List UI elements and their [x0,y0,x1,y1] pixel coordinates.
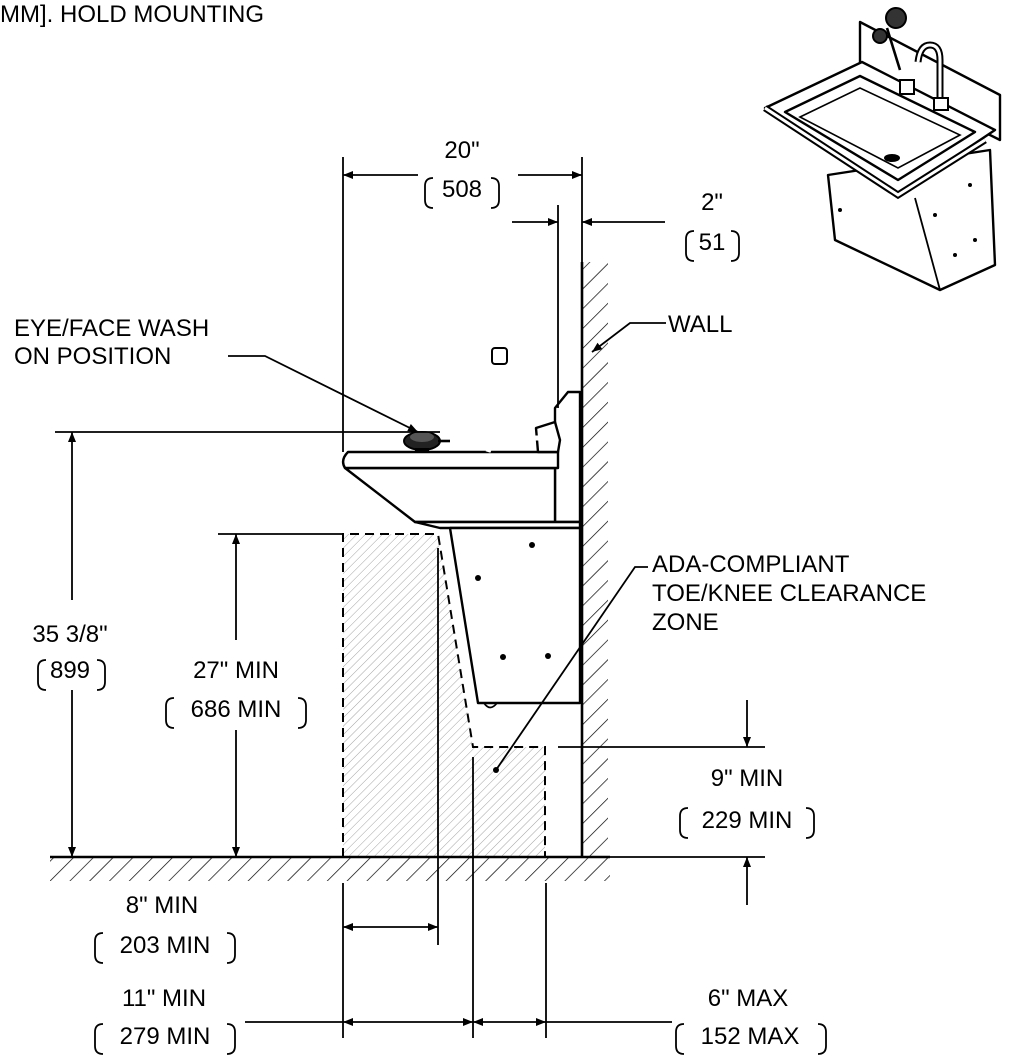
dim-toe-height-imperial: 9" MIN [711,765,784,792]
wall [580,262,608,857]
dim-wall-offset-imperial: 2" [701,189,723,216]
dim-toe-depth-max-imperial: 6" MAX [708,985,789,1012]
callout-wall: WALL [668,311,732,338]
dim-toe-height-metric: 229 MIN [702,807,793,834]
isometric-view [763,7,1002,292]
dim-knee-depth-metric: 203 MIN [120,932,211,959]
dim-toe-depth-total-metric: 279 MIN [120,1023,211,1050]
dim-toe-height: 9" MIN 229 MIN [679,765,815,839]
callout-clearance-zone: ADA-COMPLIANT TOE/KNEE CLEARANCE ZONE [652,551,926,636]
floor [50,855,610,881]
dim-overall-width-metric: 508 [442,176,482,203]
dim-knee-height-metric: 686 MIN [191,696,282,723]
callout-eyewash-line1: EYE/FACE WASH [14,315,209,342]
callout-zone-line1: ADA-COMPLIANT [652,551,850,578]
faucet [485,312,562,454]
callout-zone-line2: TOE/KNEE CLEARANCE [652,580,926,607]
dim-wall-offset-metric: 51 [699,229,726,256]
dim-overall-height-metric: 899 [50,657,90,684]
dim-knee-height-imperial: 27" MIN [193,657,279,684]
dim-overall-height: 35 3/8" 899 [32,621,108,691]
dimension-lines [55,157,765,1038]
dim-toe-depth-max-metric: 152 MAX [701,1023,800,1050]
header-note: MM]. HOLD MOUNTING [0,1,264,28]
leader-lines [228,322,666,773]
dim-overall-width: 20" 508 [424,137,500,209]
dim-knee-depth: 8" MIN 203 MIN [94,892,236,964]
callout-eyewash-line2: ON POSITION [14,343,171,370]
callout-eyewash: EYE/FACE WASH ON POSITION [14,315,209,370]
dim-knee-depth-imperial: 8" MIN [126,892,199,919]
dim-knee-height: 27" MIN 686 MIN [165,657,307,729]
dim-toe-depth-total-imperial: 11" MIN [122,985,206,1012]
dim-toe-depth-total: 11" MIN 279 MIN [94,985,236,1055]
dim-toe-depth-max: 6" MAX 152 MAX [675,985,827,1055]
dim-wall-offset: 2" 51 [685,189,740,262]
sink-body [341,390,582,709]
eyewash-head [403,431,450,453]
clearance-zone [342,533,546,857]
dim-overall-width-imperial: 20" [444,137,479,164]
callout-zone-line3: ZONE [652,609,719,636]
dim-overall-height-imperial: 35 3/8" [32,621,107,648]
